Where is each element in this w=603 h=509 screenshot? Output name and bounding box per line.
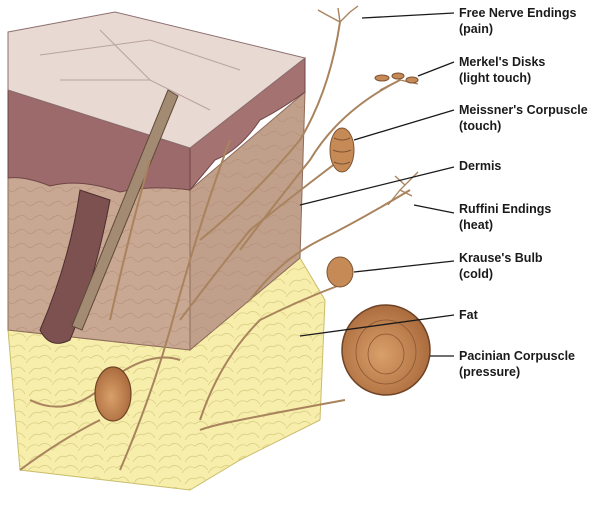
nerve-fibers — [19, 21, 411, 471]
leader-lines — [299, 12, 455, 357]
epidermis-top — [7, 11, 307, 149]
dermis-front — [7, 159, 191, 351]
label-pacinian-corpuscle-title: Pacinian Corpuscle — [459, 349, 576, 363]
label-dermis: Dermis — [459, 158, 501, 174]
label-dermis-title: Dermis — [459, 159, 502, 173]
label-merkels-disks: Merkel's Disks (light touch) — [459, 54, 545, 86]
label-merkels-disks-title: Merkel's Disks — [459, 55, 546, 69]
label-ruffini-endings-title: Ruffini Endings — [459, 202, 552, 216]
label-fat: Fat — [459, 307, 478, 323]
label-meissners-corpuscle-title: Meissner's Corpuscle — [459, 103, 588, 117]
label-pacinian-corpuscle-function: (pressure) — [459, 365, 521, 379]
krauses-bulb-illustration — [326, 256, 354, 288]
free-nerve-endings-illustration — [317, 5, 359, 23]
pacinian-corpuscle-illustration — [341, 304, 431, 396]
ruffini-endings-illustration — [387, 171, 419, 206]
fat-layer — [7, 257, 326, 491]
small-pacinian-corpuscle — [94, 366, 132, 422]
label-free-nerve-endings-function: (pain) — [459, 22, 494, 36]
label-krauses-bulb-function: (cold) — [459, 267, 494, 281]
label-free-nerve-endings: Free Nerve Endings (pain) — [459, 5, 576, 37]
epidermis-side — [189, 56, 306, 192]
dermis-side — [189, 90, 306, 352]
meissners-corpuscle-illustration — [329, 127, 355, 173]
label-merkels-disks-function: (light touch) — [459, 71, 532, 85]
label-fat-title: Fat — [459, 308, 478, 322]
label-meissners-corpuscle: Meissner's Corpuscle (touch) — [459, 102, 588, 134]
label-pacinian-corpuscle: Pacinian Corpuscle (pressure) — [459, 348, 575, 380]
label-krauses-bulb-title: Krause's Bulb — [459, 251, 543, 265]
label-free-nerve-endings-title: Free Nerve Endings — [459, 6, 577, 20]
label-ruffini-endings: Ruffini Endings (heat) — [459, 201, 551, 233]
label-krauses-bulb: Krause's Bulb (cold) — [459, 250, 543, 282]
hair-follicle — [39, 89, 179, 344]
label-meissners-corpuscle-function: (touch) — [459, 119, 502, 133]
merkel-disks-illustration — [374, 72, 419, 91]
label-ruffini-endings-function: (heat) — [459, 218, 494, 232]
